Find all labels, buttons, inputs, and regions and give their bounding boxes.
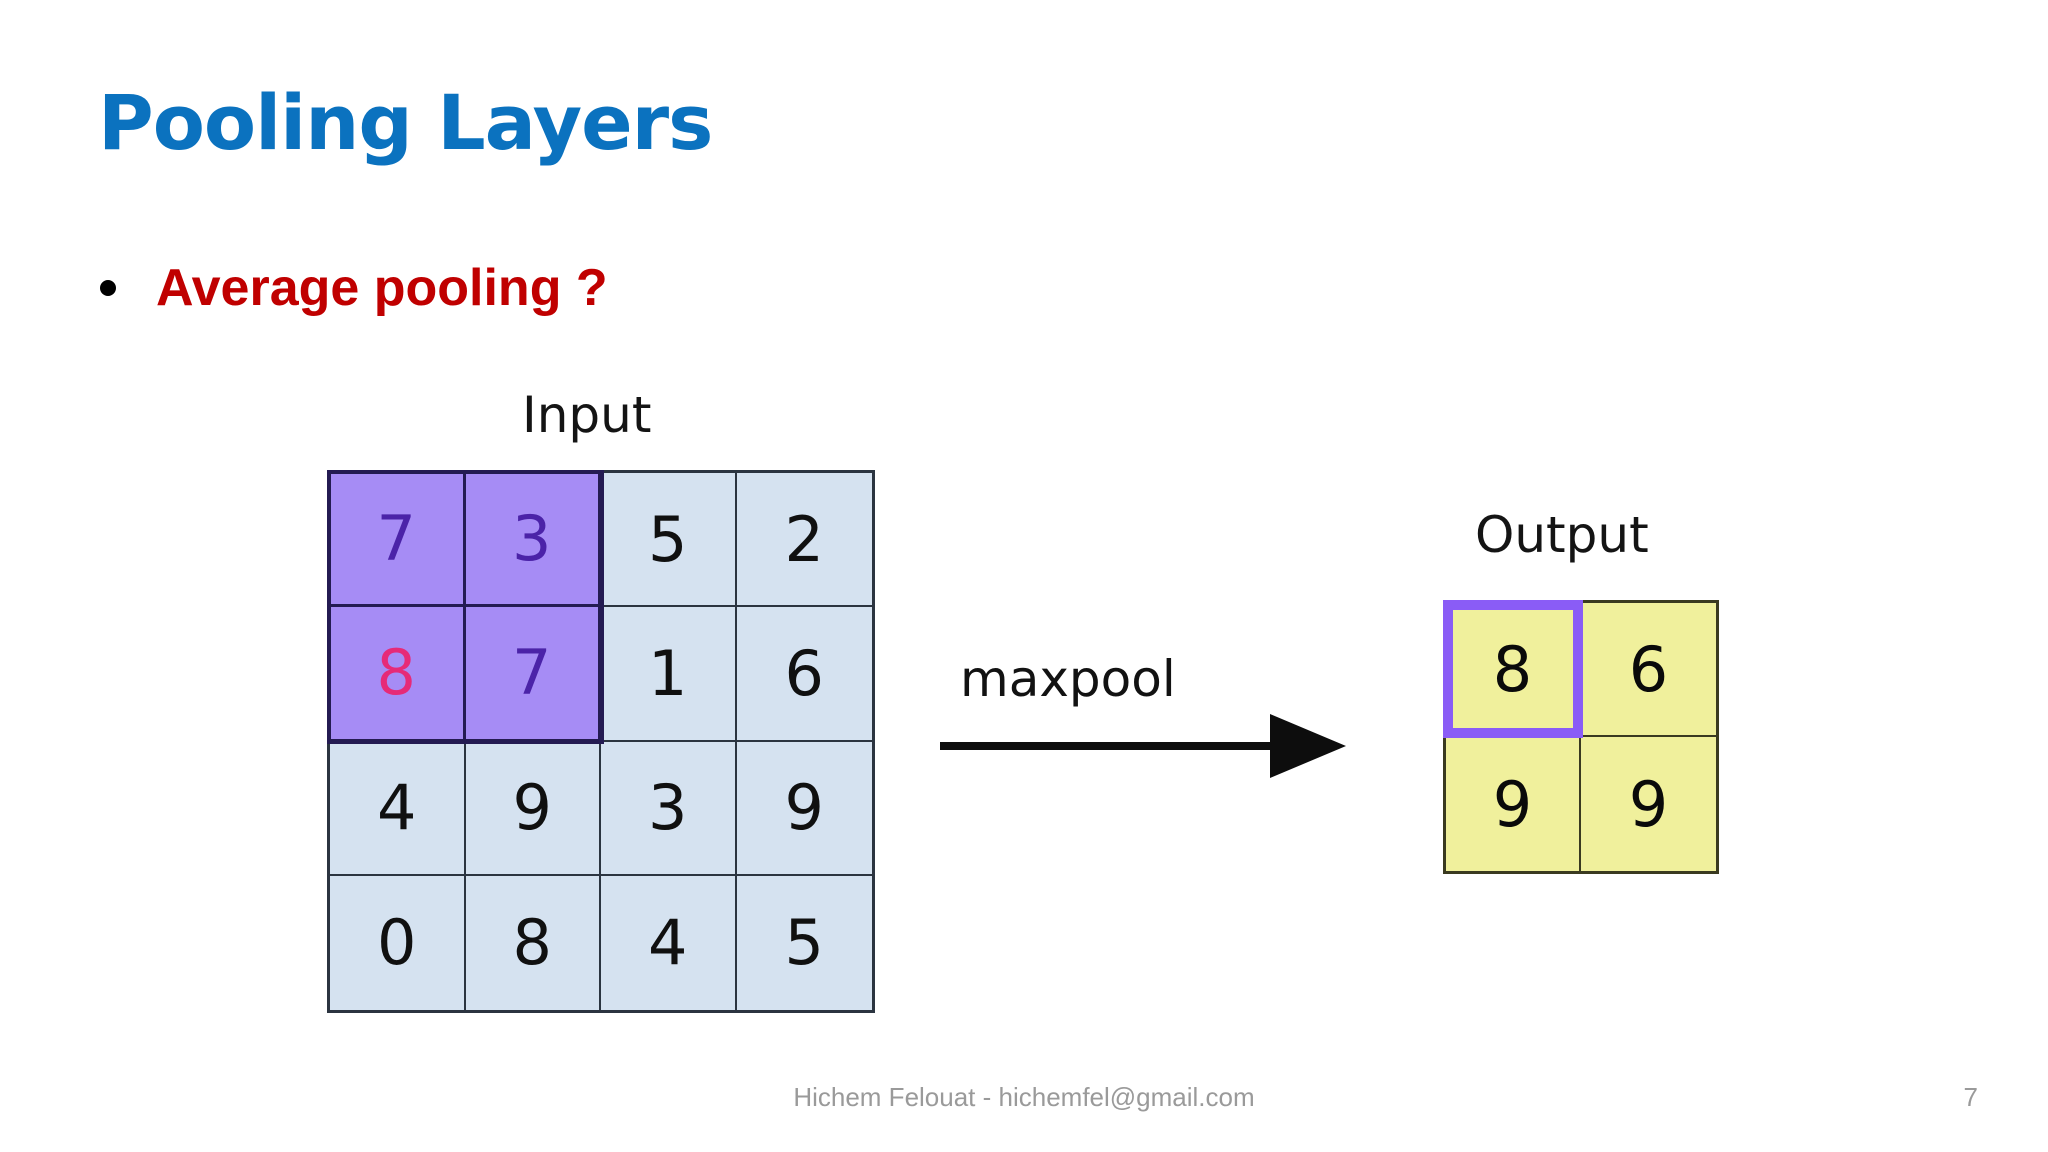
maxpool-arrow-group: maxpool: [940, 650, 1360, 780]
page-title: Pooling Layers: [98, 78, 713, 167]
input-cell-r3-c1: 4: [330, 741, 466, 876]
input-matrix-label: Input: [522, 386, 652, 444]
input-cell-r1-c4: 2: [736, 473, 872, 608]
input-cell-r3-c2: 9: [465, 741, 601, 876]
output-cell-r1-c2: 6: [1581, 603, 1716, 737]
maxpool-operation-label: maxpool: [960, 650, 1176, 708]
input-cell-r3-c4: 9: [736, 741, 872, 876]
right-arrow-icon-head: [1270, 714, 1346, 778]
input-cell-r4-c1: 0: [330, 875, 466, 1010]
input-cell-r4-c3: 4: [601, 875, 737, 1010]
footer-credit: Hichem Felouat - hichemfel@gmail.com: [793, 1082, 1255, 1112]
input-cell-r2-c2: 7: [465, 607, 601, 742]
input-cell-r3-c3: 3: [601, 741, 737, 876]
input-cell-r1-c3: 5: [601, 473, 737, 608]
output-cell-r2-c1: 9: [1446, 737, 1581, 871]
bullet-item-label: Average pooling ?: [156, 259, 608, 317]
input-cell-r2-c1: 8: [330, 607, 466, 742]
output-matrix-label: Output: [1475, 506, 1649, 564]
bullet-item: Average pooling ?: [100, 258, 608, 318]
input-cell-r4-c4: 5: [736, 875, 872, 1010]
output-cell-r2-c2: 9: [1581, 737, 1716, 871]
input-cell-r1-c2: 3: [465, 473, 601, 608]
input-pooling-window-highlight: [327, 470, 604, 744]
bullet-dot-icon: [100, 280, 116, 296]
input-cell-r2-c4: 6: [736, 607, 872, 742]
input-cell-r1-c1: 7: [330, 473, 466, 608]
input-cell-r2-c3: 1: [601, 607, 737, 742]
right-arrow-icon-shaft: [940, 742, 1290, 750]
page-number: 7: [1963, 1082, 1978, 1112]
output-selected-cell-highlight: [1443, 600, 1583, 738]
input-cell-r4-c2: 8: [465, 875, 601, 1010]
output-cell-r1-c1: 8: [1446, 603, 1581, 737]
